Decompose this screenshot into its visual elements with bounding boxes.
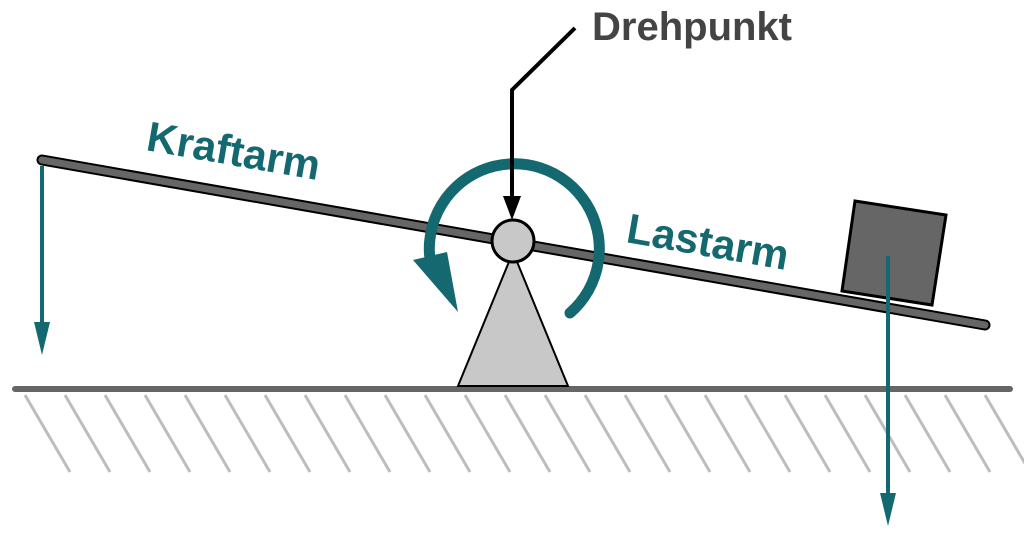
hatch-line: [263, 394, 312, 473]
hatch-line: [663, 394, 712, 473]
load-force-arrowhead: [880, 493, 896, 526]
pivot-pointer-line: [510, 26, 577, 200]
pivot-pointer-arrowhead: [503, 196, 521, 220]
hatch-line: [503, 394, 552, 473]
hatch-line: [903, 394, 952, 473]
hatch-line: [303, 394, 352, 473]
load-box: [840, 199, 948, 307]
hatch-line: [143, 394, 192, 473]
hatch-line: [583, 394, 632, 473]
hatch-line: [463, 394, 512, 473]
hatch-line: [23, 394, 72, 473]
hatch-line: [743, 394, 792, 473]
hatch-line: [823, 394, 872, 473]
hatch-line: [943, 394, 992, 473]
hatch-line: [63, 394, 112, 473]
hatch-line: [783, 394, 832, 473]
rotation-arrowhead: [413, 252, 458, 312]
hatch-line: [383, 394, 432, 473]
hatch-line: [423, 394, 472, 473]
hatch-line: [983, 394, 1024, 465]
ground-hatch: (function(){ const g=document.currentScr…: [23, 394, 1024, 473]
hatch-line: [703, 394, 752, 473]
hatch-line: [223, 394, 272, 473]
rotation-arrow: [423, 158, 605, 319]
hatch-line: [543, 394, 592, 473]
pivot-label: Drehpunkt: [592, 5, 792, 49]
hatch-line: [103, 394, 152, 473]
pivot-point: [490, 218, 536, 264]
hatch-line: [623, 394, 672, 473]
hatch-line: [183, 394, 232, 473]
hatch-line: [343, 394, 392, 473]
effort-force-arrowhead: [34, 322, 50, 355]
fulcrum-support: [456, 249, 570, 387]
